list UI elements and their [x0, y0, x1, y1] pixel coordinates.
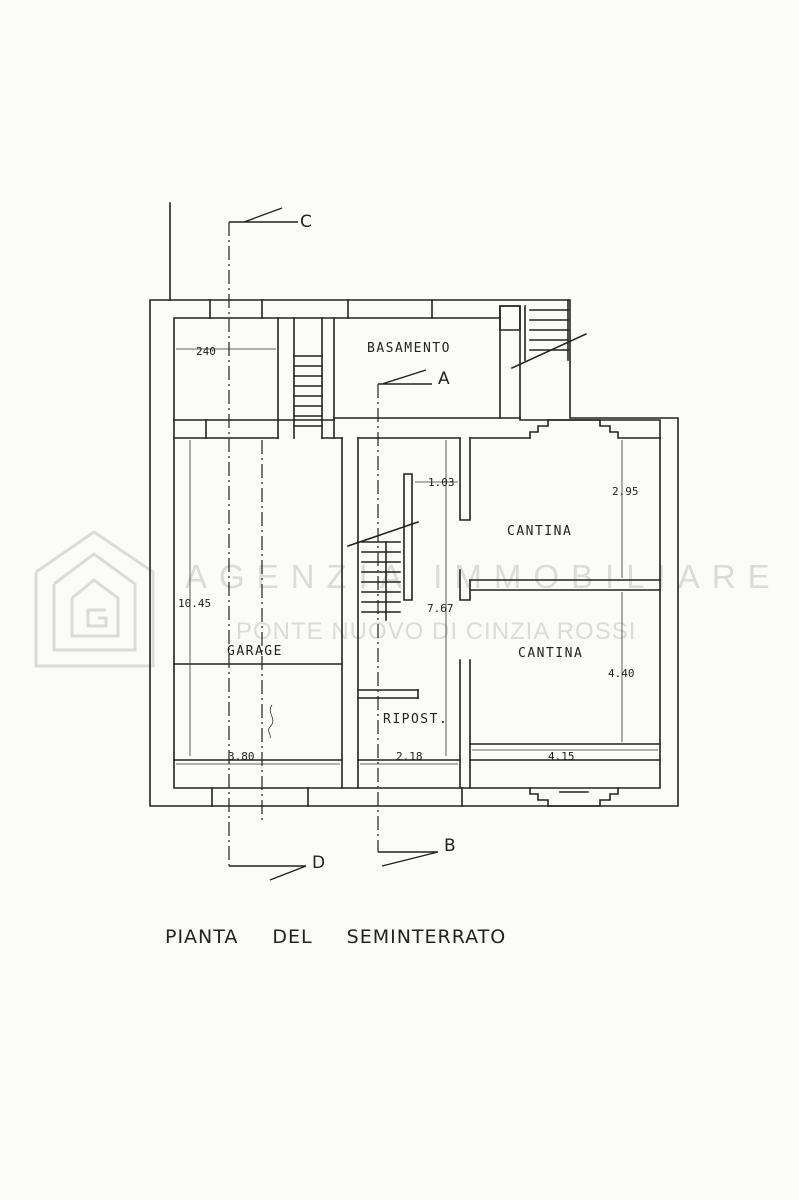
room-label-ripostiglio: RIPOST.: [383, 712, 448, 727]
dimension-label: 10.45: [178, 597, 211, 610]
dimension-label: 7.67: [427, 602, 454, 615]
dimension-label: 4.40: [608, 667, 635, 680]
basamento-walls: [333, 317, 501, 419]
room-label-garage: GARAGE: [227, 644, 283, 659]
house-logo-icon: [34, 530, 155, 668]
dimension-label: 3.80: [228, 750, 255, 763]
plan-title-word: SEMINTERRATO: [346, 926, 507, 948]
plan-title-word: DEL: [272, 926, 313, 948]
section-marker-a: A: [438, 369, 450, 389]
plan-title: PIANTA DEL SEMINTERRATO: [165, 926, 540, 948]
room-label-basamento: BASAMENTO: [367, 341, 451, 356]
room-label-cantina-top: CANTINA: [507, 524, 572, 539]
watermark-agency-name: AGENZIA IMMOBILIARE: [185, 558, 782, 595]
section-marker-b: B: [444, 836, 456, 856]
plan-title-word: PIANTA: [165, 926, 239, 948]
room-label-cantina-bottom: CANTINA: [518, 646, 583, 661]
watermark-agency-subtitle: PONTE NUOVO DI CINZIA ROSSI: [236, 618, 637, 645]
dimension-label: 2.95: [612, 485, 639, 498]
section-marker-d: D: [312, 853, 325, 873]
dimension-label: 240: [196, 345, 216, 358]
section-marker-c: C: [300, 212, 312, 232]
dimension-label: 1.03: [428, 476, 455, 489]
outer-wall-outer: [149, 299, 679, 807]
dimension-label: 4.15: [548, 750, 575, 763]
dimension-label: 2.18: [396, 750, 423, 763]
